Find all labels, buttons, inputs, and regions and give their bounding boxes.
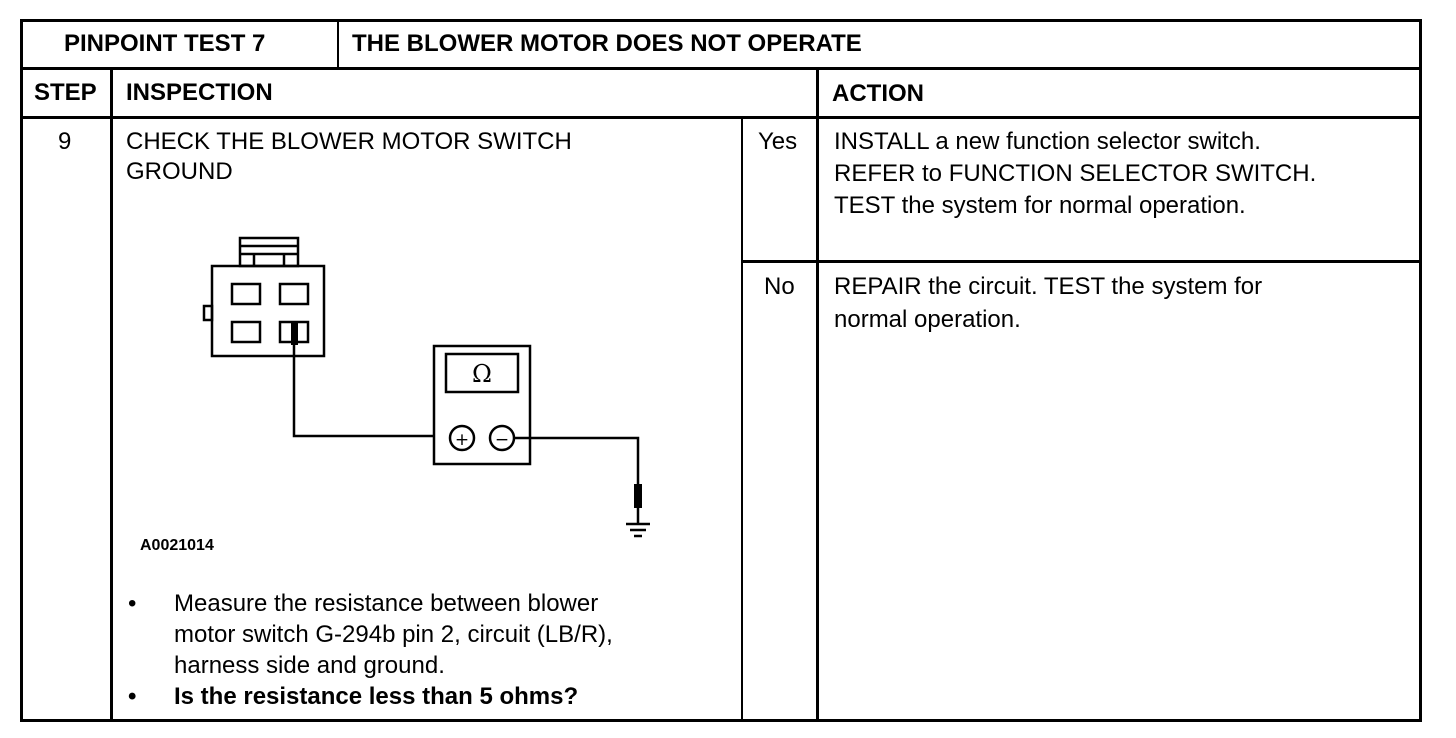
connector-icon <box>202 236 326 358</box>
answer-label-no: No <box>764 273 795 300</box>
bullet-glyph: • <box>128 590 137 617</box>
bullet-item-question: • Is the resistance less than 5 ohms? <box>128 681 738 712</box>
test-label: PINPOINT TEST 7 <box>64 30 266 57</box>
answer-label-yes: Yes <box>758 128 798 155</box>
bullet-line: Measure the resistance between blower <box>174 590 599 617</box>
answer-yes-line-3: TEST the system for normal operation. <box>834 192 1246 219</box>
ground-lead <box>514 436 642 508</box>
answer-yes-line-1: INSTALL a new function selector switch. <box>834 128 1261 155</box>
answer-column-separator <box>741 116 743 722</box>
bullet-line: motor switch G-294b pin 2, circuit (LB/R… <box>174 621 613 648</box>
bullet-item: • Measure the resistance between blower … <box>128 588 738 681</box>
answer-yes-line-2: REFER to FUNCTION SELECTOR SWITCH. <box>834 160 1317 187</box>
column-header-action: ACTION <box>832 80 924 107</box>
column-header-divider <box>20 116 1422 119</box>
border-bottom <box>20 719 1422 722</box>
minus-terminal-icon: − <box>495 430 509 450</box>
step-number: 9 <box>58 128 72 155</box>
border-top <box>20 19 1422 22</box>
figure-id: A0021014 <box>140 537 214 554</box>
title-separator <box>337 19 339 69</box>
ground-symbol-icon <box>626 508 650 538</box>
bullet-glyph: • <box>128 683 137 710</box>
border-left <box>20 19 23 722</box>
inspection-title-line-2: GROUND <box>126 158 233 185</box>
answer-no-line-2: normal operation. <box>834 306 1021 333</box>
inspection-title-line-1: CHECK THE BLOWER MOTOR SWITCH <box>126 128 572 155</box>
header-divider <box>20 67 1422 70</box>
plus-terminal-icon: + <box>455 430 469 450</box>
action-column-separator <box>816 67 819 722</box>
step-column-separator <box>110 67 113 722</box>
probe-lead <box>291 321 435 438</box>
border-right <box>1419 19 1422 722</box>
column-header-inspection: INSPECTION <box>126 79 273 106</box>
ohm-symbol: Ω <box>472 360 492 388</box>
bullet-line: Is the resistance less than 5 ohms? <box>174 683 579 710</box>
test-title: THE BLOWER MOTOR DOES NOT OPERATE <box>352 30 862 57</box>
bullet-line: harness side and ground. <box>174 652 445 679</box>
inspection-bullets: • Measure the resistance between blower … <box>128 588 738 712</box>
answer-no-line-1: REPAIR the circuit. TEST the system for <box>834 273 1263 300</box>
answer-row-divider <box>741 260 1422 263</box>
wiring-figure: Ω + − <box>202 236 650 538</box>
ohmmeter-icon <box>432 344 532 466</box>
column-header-step: STEP <box>34 79 97 106</box>
